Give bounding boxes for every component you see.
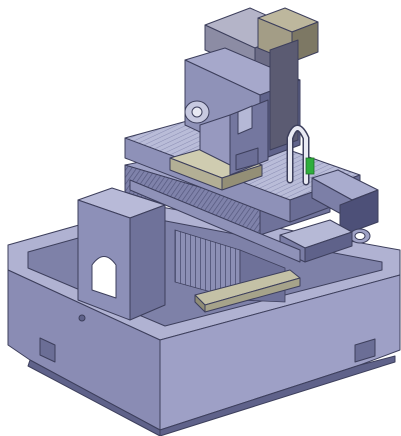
front-rail — [129, 179, 301, 263]
green-indicator — [305, 157, 315, 175]
left-block — [77, 187, 166, 322]
lower-carriage — [194, 269, 301, 313]
coolant-pipe — [286, 124, 310, 186]
spindle-column — [184, 7, 319, 176]
x-axis-motor — [279, 169, 379, 263]
